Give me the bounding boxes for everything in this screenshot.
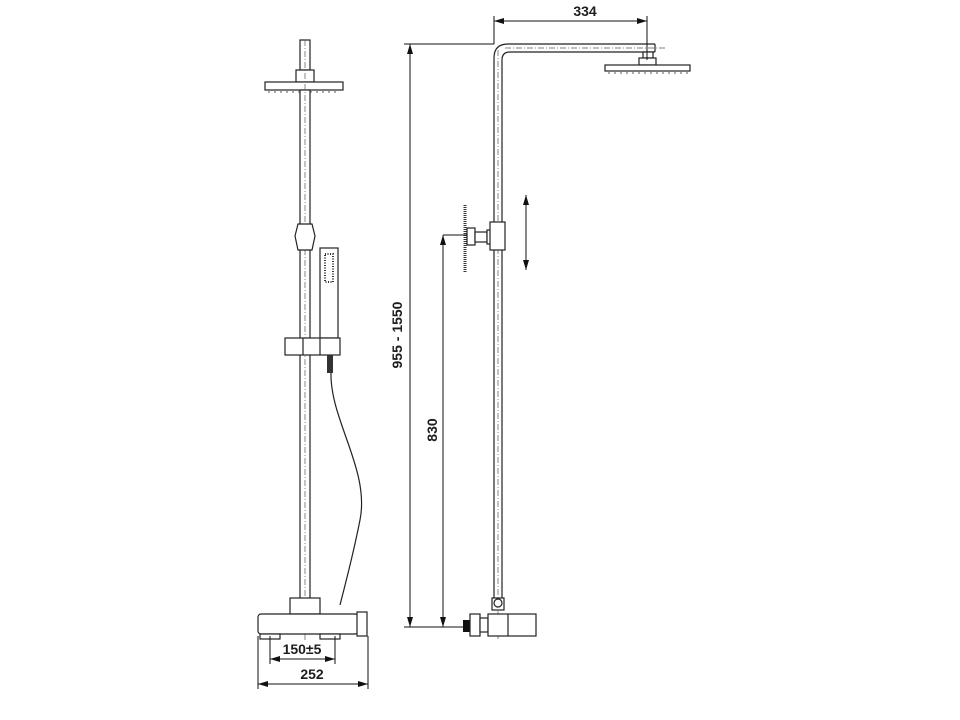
mixer-side: [487, 613, 537, 637]
hand-shower-holder: [284, 337, 341, 356]
head-nut: [642, 51, 654, 59]
mixer-outlet: [289, 597, 321, 615]
mixer-handle: [356, 611, 368, 637]
arm-length-label: 334: [573, 3, 597, 19]
hand-shower: [319, 247, 339, 339]
hose: [330, 372, 363, 606]
inlet-right: [319, 633, 341, 640]
hose-connector: [327, 355, 333, 373]
wall-bracket-clamp: [489, 221, 506, 251]
mixer-width-label: 252: [300, 666, 324, 682]
shower-head-front: [264, 81, 344, 91]
total-height-label: 955 - 1550: [389, 301, 405, 368]
thermostatic-mixer: [257, 613, 359, 635]
inlet-spacing-label: 150±5: [283, 641, 322, 657]
side-view: 334 955 - 1550 830: [389, 3, 691, 640]
shower-head-side: [604, 64, 691, 72]
outlet-height-label: 830: [424, 418, 440, 442]
inlet-nut: [463, 620, 470, 632]
front-view: 150±5 252: [257, 39, 369, 689]
sliding-clamp: [294, 223, 316, 251]
